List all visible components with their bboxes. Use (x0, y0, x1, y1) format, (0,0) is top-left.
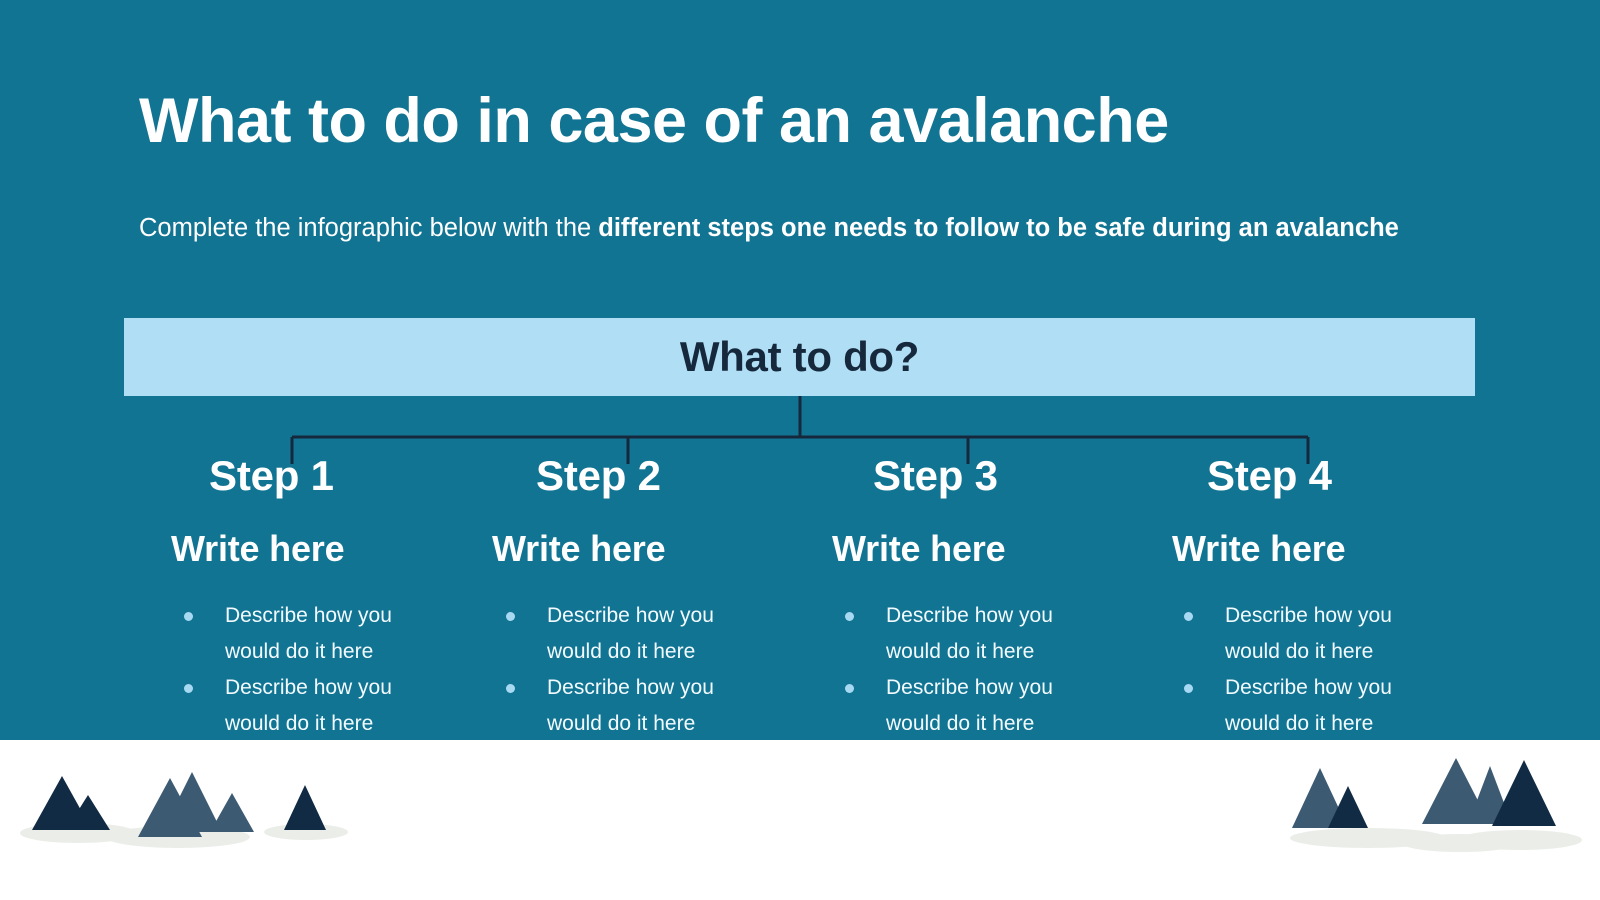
step-2-bullet-list: Describe how you would do it here Descri… (497, 598, 830, 742)
bullet-dot-icon (845, 684, 854, 694)
step-3-bullet-list: Describe how you would do it here Descri… (836, 598, 1170, 742)
step-1-label: Step 1 (209, 452, 334, 499)
banner-label: What to do? (679, 333, 920, 380)
subtitle-emphasis: different steps one needs to follow to b… (598, 214, 1399, 242)
step-4-write-here[interactable]: Write here (1172, 528, 1346, 569)
step-1-write-here[interactable]: Write here (171, 528, 345, 569)
bullet-dot-icon (1184, 612, 1193, 621)
step-column-2: Step 2 Write here Describe how you would… (490, 455, 830, 795)
step-3-write-here[interactable]: Write here (832, 528, 1006, 569)
list-item[interactable]: Describe how you would do it here (497, 598, 762, 670)
list-item[interactable]: Describe how you would do it here (175, 598, 440, 670)
bullet-dot-icon (506, 612, 515, 621)
step-4-label: Step 4 (1207, 452, 1332, 499)
list-item-text: Describe how you would do it here (886, 676, 1053, 736)
page-subtitle: Complete the infographic below with the … (139, 208, 1439, 250)
list-item-text: Describe how you would do it here (1225, 676, 1392, 736)
bullet-dot-icon (184, 612, 193, 621)
bullet-dot-icon (506, 684, 515, 694)
bullet-dot-icon (845, 612, 854, 621)
list-item-text: Describe how you would do it here (225, 604, 392, 664)
step-column-3: Step 3 Write here Describe how you would… (830, 455, 1170, 795)
step-1-bullet-list: Describe how you would do it here Descri… (175, 598, 490, 742)
steps-row: Step 1 Write here Describe how you would… (0, 455, 1600, 795)
step-4-bullet-list: Describe how you would do it here Descri… (1175, 598, 1510, 742)
list-item[interactable]: Describe how you would do it here (836, 598, 1101, 670)
list-item-text: Describe how you would do it here (886, 604, 1053, 664)
what-to-do-banner: What to do? (124, 318, 1475, 396)
bullet-dot-icon (1184, 684, 1193, 694)
list-item[interactable]: Describe how you would do it here (175, 670, 440, 742)
list-item[interactable]: Describe how you would do it here (1175, 598, 1440, 670)
step-column-1: Step 1 Write here Describe how you would… (150, 455, 490, 795)
step-3-label: Step 3 (873, 452, 998, 499)
page-title: What to do in case of an avalanche (139, 86, 1169, 156)
bullet-dot-icon (184, 684, 193, 694)
list-item-text: Describe how you would do it here (547, 604, 714, 664)
step-column-4: Step 4 Write here Describe how you would… (1170, 455, 1510, 795)
step-2-write-here[interactable]: Write here (492, 528, 666, 569)
list-item-text: Describe how you would do it here (547, 676, 714, 736)
list-item[interactable]: Describe how you would do it here (497, 670, 762, 742)
subtitle-lead: Complete the infographic below with the (139, 214, 599, 242)
list-item[interactable]: Describe how you would do it here (1175, 670, 1440, 742)
list-item-text: Describe how you would do it here (1225, 604, 1392, 664)
step-2-label: Step 2 (536, 452, 661, 499)
list-item[interactable]: Describe how you would do it here (836, 670, 1101, 742)
list-item-text: Describe how you would do it here (225, 676, 392, 736)
